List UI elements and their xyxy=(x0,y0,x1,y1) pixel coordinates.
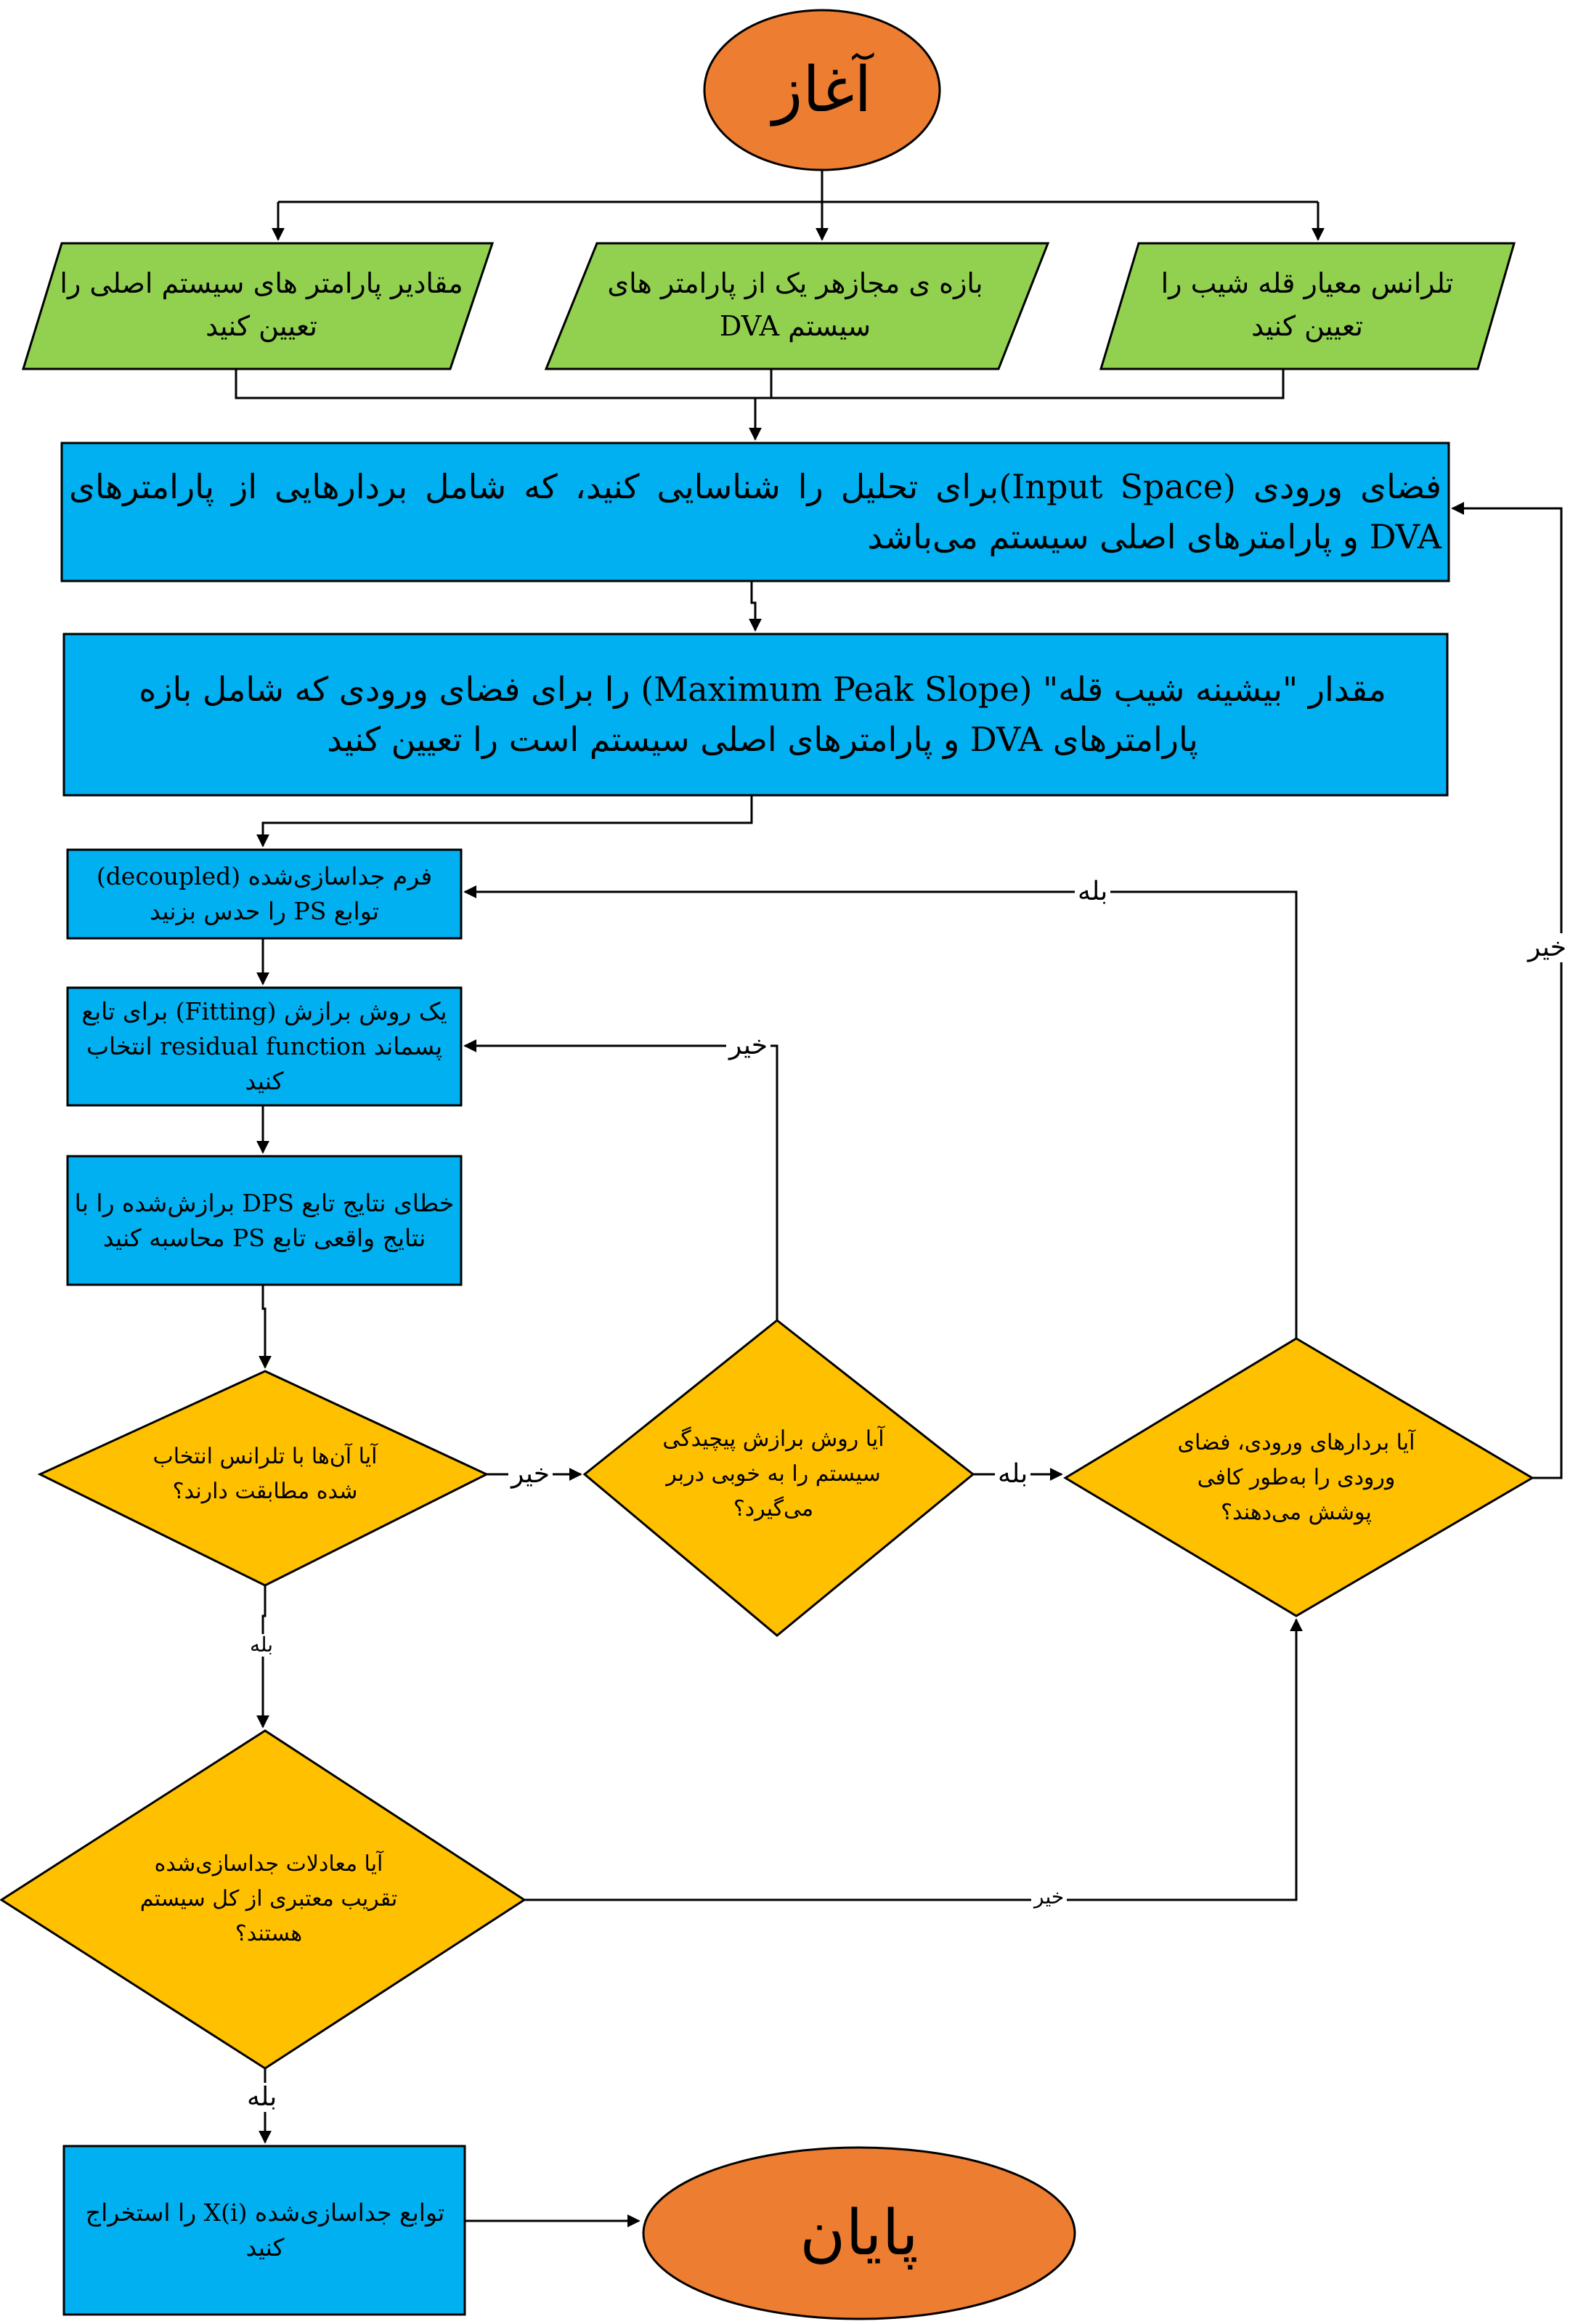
max-peak-slope-label: مقدار "بیشینه شیب قله" (Maximum Peak Slo… xyxy=(139,670,1386,759)
input-tolerance xyxy=(1099,242,1516,370)
edge-label-tolerance-yes: بله xyxy=(247,1633,277,1657)
edge-label-equations-yes: بله xyxy=(244,2083,280,2112)
start-label: آغاز xyxy=(772,54,872,126)
decision-fitting xyxy=(582,1319,975,1637)
extract-label: توابع جداسازی‌شده X(i) را استخراج کنید xyxy=(85,2198,445,2262)
end-terminal xyxy=(642,2146,1076,2320)
decision-coverage-label: آیا بردارهای ورودی، فضای ورودی را به‌طور… xyxy=(1177,1430,1415,1525)
process-fitting-method xyxy=(66,986,463,1107)
process-extract xyxy=(62,2145,466,2316)
decision-tolerance-label: آیا آن‌ها با تلرانس انتخاب شده مطابقت دا… xyxy=(153,1444,378,1504)
edge-coverage-no xyxy=(1451,502,1563,1479)
decoupled-form-label: فرم جداسازی‌شده (decoupled) توابع PS را … xyxy=(96,862,433,925)
edge-label-fitting-no: خیر xyxy=(726,1031,770,1060)
process-max-peak-slope xyxy=(62,633,1449,797)
decision-fitting-label: آیا روش برازش پیچیدگی سیستم را به خوبی د… xyxy=(662,1426,885,1521)
process-error-calc xyxy=(66,1155,463,1286)
edge-fitting-no xyxy=(463,1039,778,1320)
edge-label-fitting-yes: بله xyxy=(995,1460,1031,1489)
input-space-label: فضای ورودی (Input Space)برای تحلیل را شن… xyxy=(69,467,1441,556)
input-main-params-label: مقادیر پارامتر های سیستم اصلی را تعیین ک… xyxy=(60,267,463,342)
decision-coverage xyxy=(1063,1337,1534,1617)
input-tolerance-label: تلرانس معیار قله شیب را تعیین کنید xyxy=(1160,267,1454,342)
process-decoupled-form xyxy=(66,848,463,940)
input-dva-range xyxy=(544,242,1050,370)
input-dva-range-label: بازه ی مجازهر یک از پارامتر های سیستم DV… xyxy=(607,267,983,342)
edge-coverage-yes xyxy=(463,885,1298,1338)
edge-main-params-down xyxy=(235,369,1285,399)
edge-input-space-to-max-slope xyxy=(749,581,762,632)
end-label: پایان xyxy=(800,2197,919,2270)
error-calc-label: خطای نتایج تابع DPS برازش‌شده را با نتای… xyxy=(74,1188,455,1252)
edge-label-coverage-no: خیر xyxy=(1525,933,1569,962)
edge-label-equations-no: خیر xyxy=(1031,1885,1068,1909)
edge-equations-no xyxy=(524,1618,1303,1901)
edge-label-tolerance-no: خیر xyxy=(508,1460,553,1489)
process-input-space xyxy=(60,442,1450,582)
edge-max-slope-to-decoupled xyxy=(256,795,753,848)
decision-equations-label: آیا معادلات جداسازی‌شده تقریب معتبری از … xyxy=(139,1851,398,1946)
edge-tolerance-yes xyxy=(256,1585,269,1728)
edge-error-to-tolerance xyxy=(259,1285,272,1369)
fitting-method-label: یک روش برازش (Fitting) برای تابع پسماند … xyxy=(81,997,447,1095)
edge-label-coverage-yes: بله xyxy=(1075,877,1111,906)
input-main-params xyxy=(21,242,495,370)
